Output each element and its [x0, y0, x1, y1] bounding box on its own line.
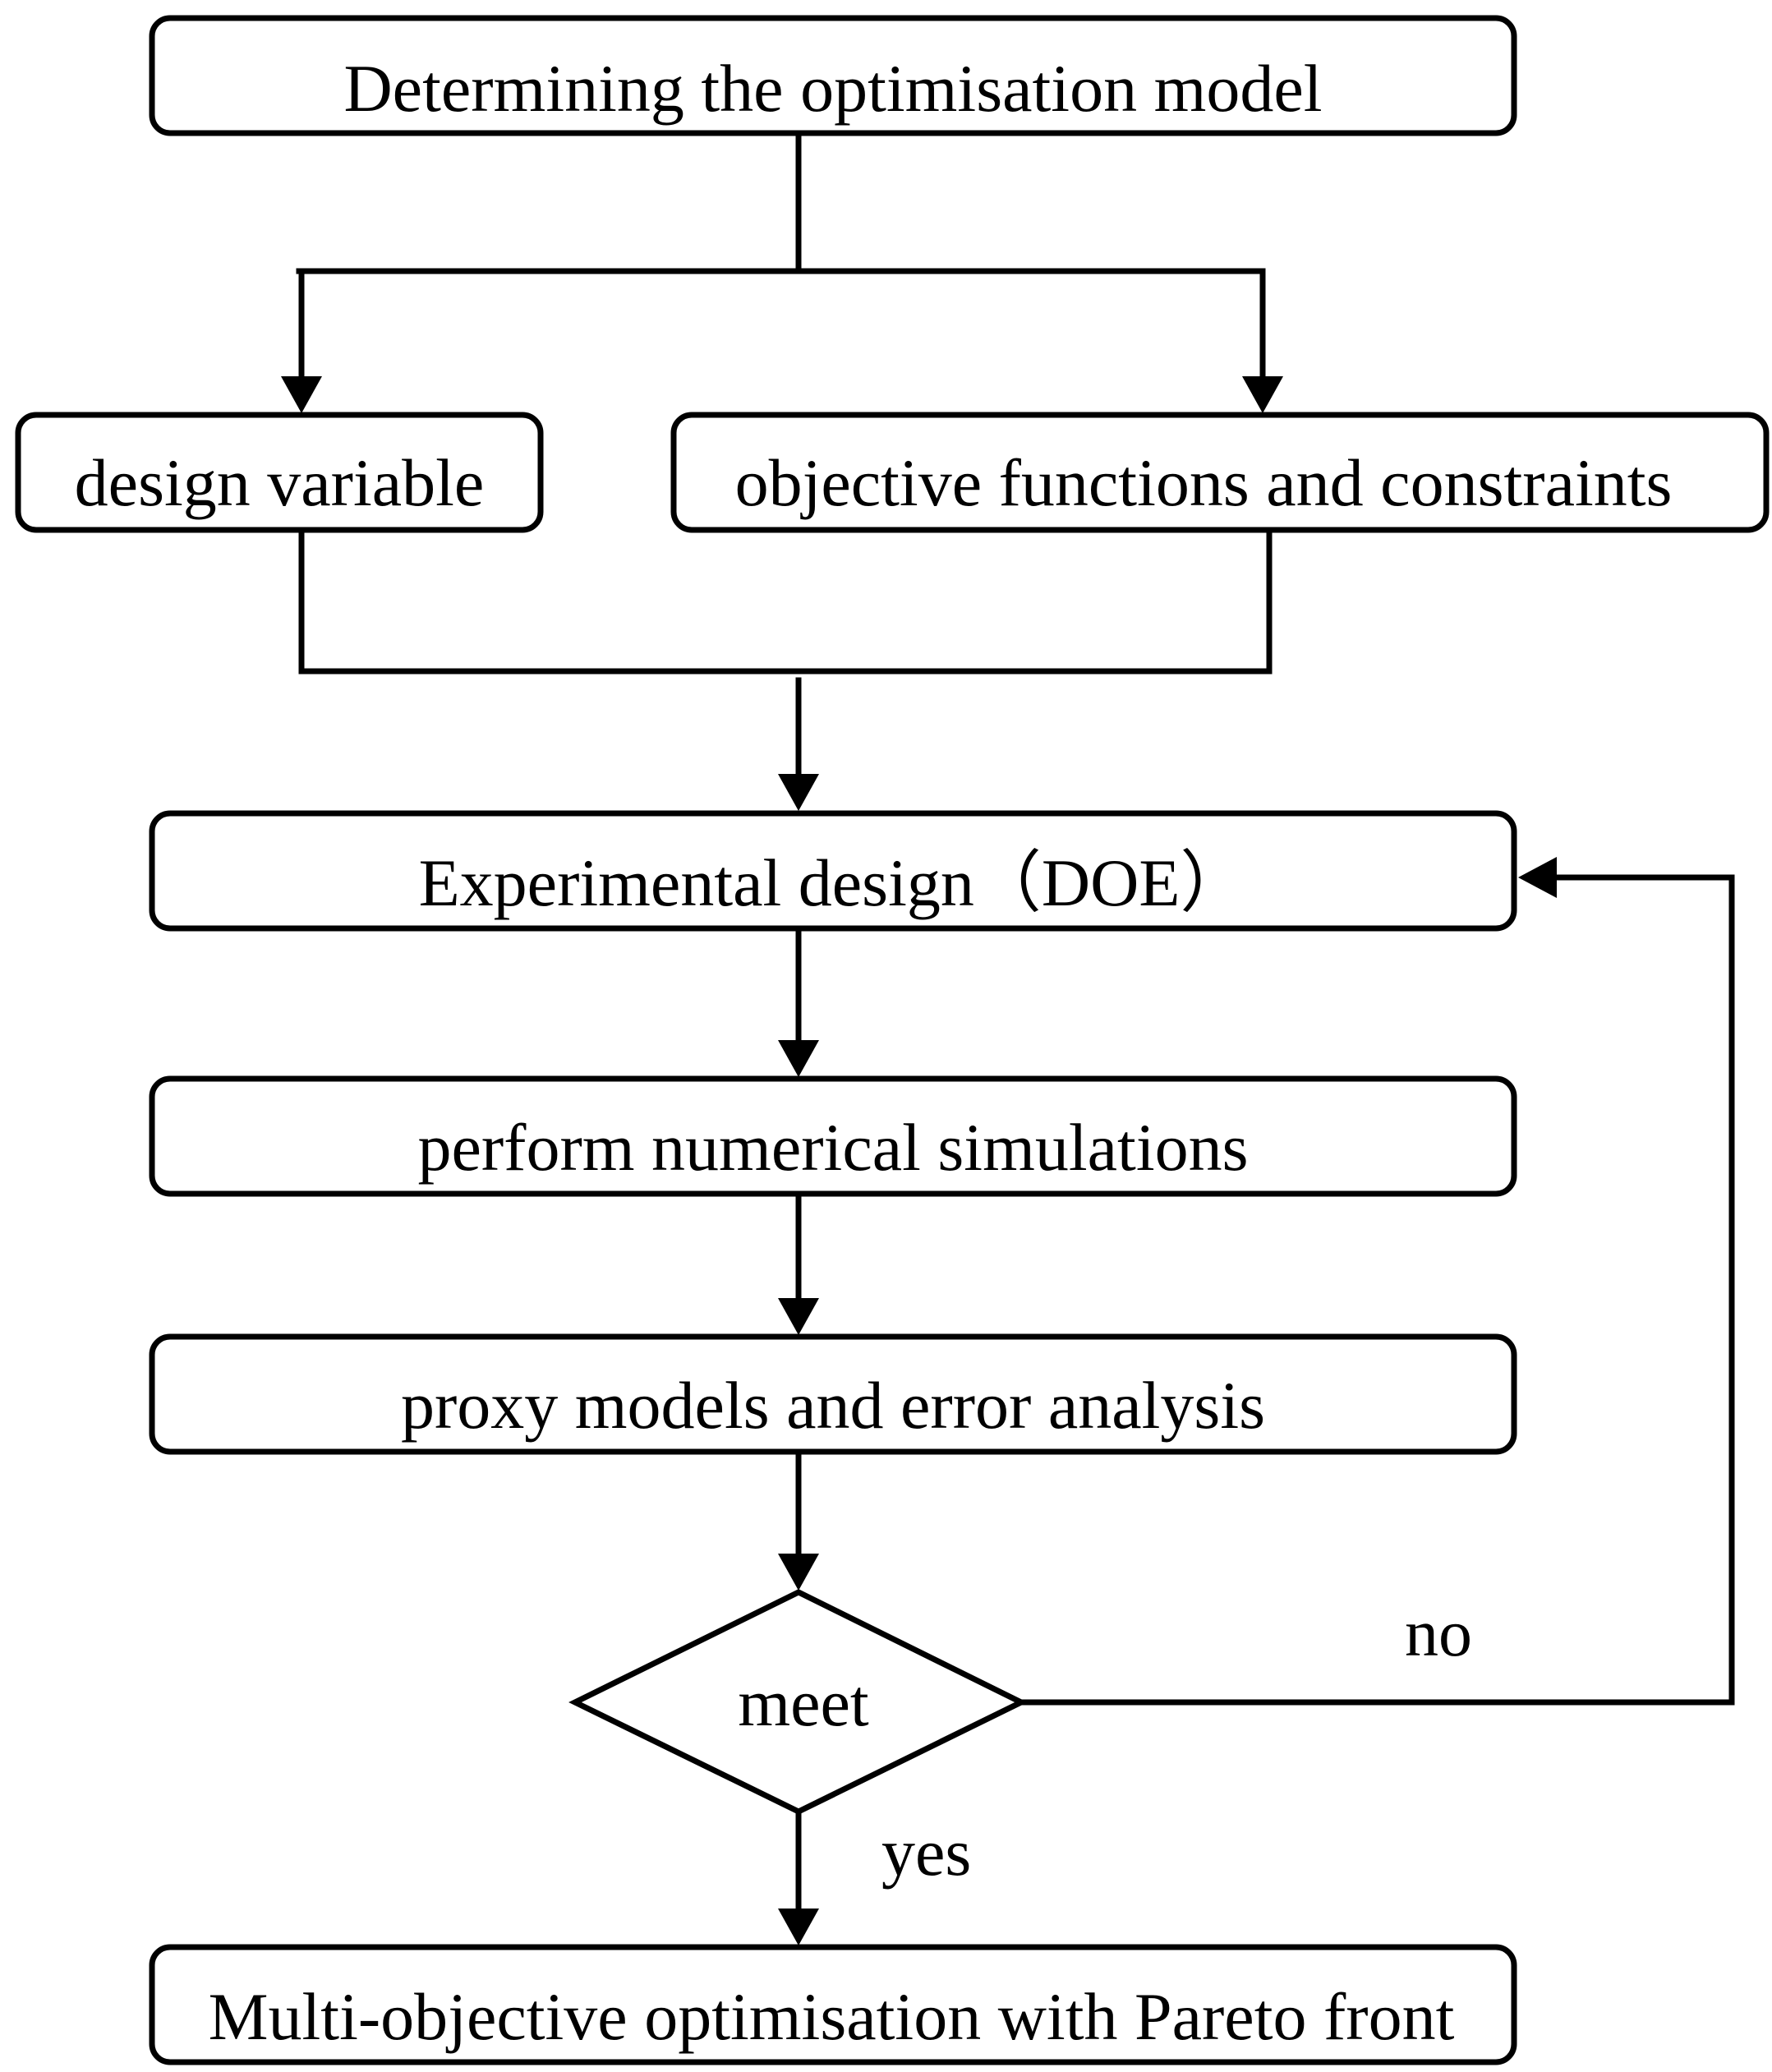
connector-decision-loop: no	[1020, 857, 1735, 1706]
connector-decision-pareto: yes	[778, 1811, 971, 1945]
connector-split-top	[281, 132, 1283, 413]
node-determine-model-label: Determining the optimisation model	[343, 51, 1322, 126]
node-doe-label: Experimental design（DOE）	[419, 845, 1248, 920]
node-proxy-models: proxy models and error analysis	[149, 1333, 1517, 1455]
arrowhead	[778, 1040, 819, 1077]
node-doe: Experimental design（DOE）	[149, 810, 1517, 932]
connector-proxy-decision	[778, 1451, 819, 1591]
node-proxy-models-label: proxy models and error analysis	[401, 1368, 1265, 1443]
arrowhead	[1518, 857, 1557, 898]
node-decision-label: meet	[738, 1665, 869, 1740]
connector-doe-simulations	[778, 928, 819, 1077]
node-design-variable: design variable	[15, 412, 544, 533]
arrowhead	[1242, 376, 1283, 413]
node-decision: meet	[568, 1589, 1028, 1815]
node-determine-model: Determining the optimisation model	[149, 15, 1517, 136]
edge-yes-label: yes	[881, 1815, 971, 1890]
node-design-variable-label: design variable	[75, 445, 485, 520]
arrowhead	[778, 1554, 819, 1591]
node-simulations: perform numerical simulations	[149, 1075, 1517, 1197]
arrowhead	[281, 376, 322, 413]
arrowhead	[778, 1298, 819, 1335]
edge-no-label: no	[1405, 1595, 1472, 1670]
arrowhead	[778, 774, 819, 811]
node-simulations-label: perform numerical simulations	[417, 1110, 1248, 1185]
node-objectives-label: objective functions and constraints	[735, 445, 1673, 520]
node-pareto: Multi-objective optimisation with Pareto…	[149, 1944, 1517, 2065]
connector-simulations-proxy	[778, 1193, 819, 1335]
connector-merge	[298, 529, 1273, 811]
arrowhead	[778, 1909, 819, 1945]
node-objectives: objective functions and constraints	[670, 412, 1770, 533]
node-pareto-label: Multi-objective optimisation with Pareto…	[209, 1979, 1455, 2054]
